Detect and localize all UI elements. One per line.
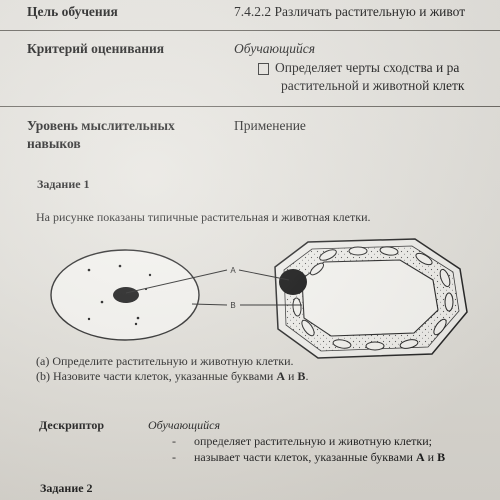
table-divider xyxy=(0,106,500,107)
task1-intro: На рисунке показаны типичные растительна… xyxy=(36,210,371,224)
vacuole xyxy=(301,259,439,337)
animal-cell xyxy=(50,249,200,341)
question-b-suffix: . xyxy=(305,369,309,383)
descriptor-and: и xyxy=(424,450,438,464)
question-b-letter-b: B xyxy=(297,369,306,383)
criterion-text-1: Определяет черты сходства и ра xyxy=(275,60,460,75)
cells-diagram: A B xyxy=(50,238,468,359)
thinking-level-label-2: навыков xyxy=(27,136,81,151)
animal-nucleus xyxy=(113,287,139,303)
learning-goal-value: 7.4.2.2 Различать растительную и живот xyxy=(234,4,466,19)
task2-title: Задание 2 xyxy=(40,481,93,495)
learning-goal-label: Цель обучения xyxy=(27,4,118,19)
descriptor-item-1: определяет растительную и животную клетк… xyxy=(194,434,433,448)
descriptor-item-2-text: называет части клеток, указанные буквами xyxy=(194,450,416,464)
descriptor-item-2: называет части клеток, указанные буквами… xyxy=(194,450,445,465)
question-a: (a) Определите растительную и животную к… xyxy=(36,354,294,368)
table-divider xyxy=(0,30,500,31)
label-line-a-left xyxy=(125,269,228,294)
question-b-letter-a: A xyxy=(276,369,285,383)
criterion-subject: Обучающийся xyxy=(234,41,316,56)
label-b: B xyxy=(230,301,235,310)
question-b-and: и xyxy=(285,369,298,383)
plant-cell xyxy=(274,238,468,359)
descriptor-letter-b: В xyxy=(437,450,446,464)
thinking-level-value: Применение xyxy=(234,118,306,133)
descriptor-letter-a: А xyxy=(415,450,425,464)
plant-nucleus xyxy=(279,269,307,295)
question-b-text: (b) Назовите части клеток, указанные бук… xyxy=(36,369,277,383)
descriptor-bullet-1: - xyxy=(172,434,176,448)
checkbox-icon xyxy=(258,62,269,75)
descriptor-subject: Обучающийся xyxy=(148,418,221,432)
label-line-b-left xyxy=(191,303,228,306)
task1-title: Задание 1 xyxy=(37,177,90,191)
descriptor-label: Дескриптор xyxy=(39,418,105,432)
criterion-line-1: Определяет черты сходства и ра xyxy=(258,60,459,76)
criterion-label: Критерий оценивания xyxy=(27,41,165,56)
label-line-a-right xyxy=(238,269,290,281)
label-a: A xyxy=(230,266,236,275)
question-b: (b) Назовите части клеток, указанные бук… xyxy=(36,369,308,384)
thinking-level-label-1: Уровень мыслительных xyxy=(27,118,175,133)
criterion-line-2: растительной и животной клетк xyxy=(281,78,465,93)
descriptor-bullet-2: - xyxy=(172,450,176,464)
